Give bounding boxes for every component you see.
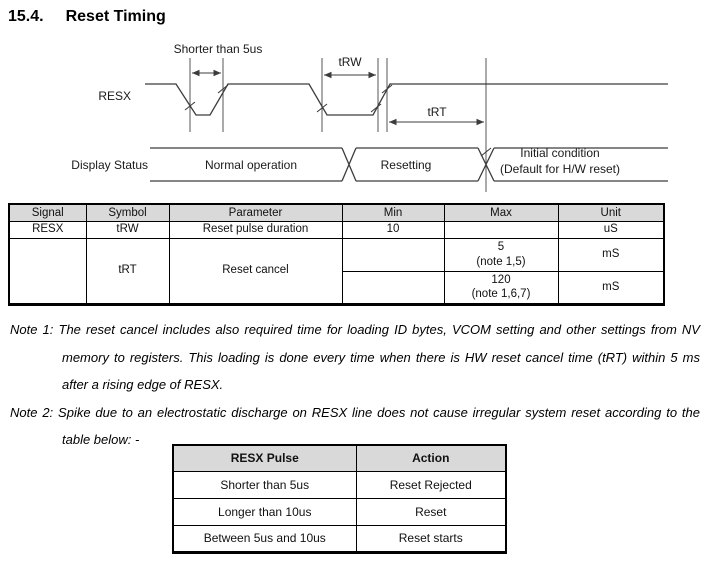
cell-min: 10 — [341, 220, 445, 239]
table-row: Shorter than 5us Reset Rejected — [172, 470, 507, 499]
state-initial-condition-line2: (Default for H/W reset) — [500, 162, 620, 176]
note-2: Note 2: Spike due to an electrostatic di… — [10, 399, 700, 454]
table-row: 120 (note 1,6,7) mS — [9, 270, 665, 305]
note-1: Note 1: The reset cancel includes also r… — [10, 316, 700, 399]
col-header-max: Max — [443, 203, 559, 222]
col-header-unit: Unit — [557, 203, 665, 222]
cell-action: Reset starts — [355, 524, 507, 553]
max-value: 120 — [491, 273, 511, 286]
col-header-signal: Signal — [8, 203, 87, 222]
max-value: 5 — [497, 241, 505, 254]
reference-lines — [189, 58, 487, 192]
timing-table-header-row: Signal Symbol Parameter Min Max Unit — [8, 203, 665, 222]
cell-unit: mS — [557, 237, 665, 272]
cell-parameter: Reset cancel — [168, 237, 343, 305]
col-header-symbol: Symbol — [85, 203, 170, 222]
cell-pulse: Longer than 10us — [172, 497, 357, 526]
note-2-id: Note 2: — [10, 404, 54, 420]
cell-max: 5 (note 1,5) — [443, 237, 559, 272]
cell-max — [443, 220, 559, 239]
cell-action: Reset Rejected — [355, 470, 507, 499]
cell-parameter: Reset pulse duration — [168, 220, 343, 239]
cell-pulse: Shorter than 5us — [172, 470, 357, 499]
cell-unit: uS — [557, 220, 665, 239]
cell-symbol: tRW — [85, 220, 170, 239]
state-initial-condition-line1: Initial condition — [520, 146, 599, 160]
cell-action: Reset — [355, 497, 507, 526]
max-note: (note 1,5) — [476, 255, 526, 268]
note-1-text: The reset cancel includes also required … — [58, 322, 701, 392]
state-normal-operation: Normal operation — [205, 158, 297, 172]
resx-pulse-table: RESX Pulse Action Shorter than 5us Reset… — [172, 444, 507, 554]
resx-signal-label: RESX — [98, 89, 131, 103]
trw-label: tRW — [338, 55, 362, 69]
table-row: tRT Reset cancel 5 (note 1,5) mS — [8, 237, 665, 305]
cell-max: 120 (note 1,6,7) — [443, 270, 559, 305]
cell-signal — [8, 237, 87, 305]
reset-timing-diagram: Shorter than 5us tRW tRT RESX Display St… — [71, 42, 668, 192]
note-2-text: Spike due to an electrostatic discharge … — [58, 404, 700, 448]
col-header-parameter: Parameter — [168, 203, 343, 222]
cell-unit: mS — [557, 270, 665, 305]
state-resetting: Resetting — [381, 158, 432, 172]
col-header-resx-pulse: RESX Pulse — [172, 444, 357, 472]
section-title: 15.4. Reset Timing — [8, 8, 166, 26]
pulse-table-header-row: RESX Pulse Action — [172, 444, 507, 472]
edge-ticks — [184, 84, 492, 157]
cell-min — [341, 237, 445, 272]
table-row: RESX tRW Reset pulse duration 10 uS — [8, 220, 665, 239]
trt-label: tRT — [427, 105, 447, 119]
table-row: Between 5us and 10us Reset starts — [172, 524, 507, 553]
shorter-than-5us-label: Shorter than 5us — [174, 42, 263, 56]
display-status-bus — [150, 147, 668, 182]
section-name: Reset Timing — [65, 8, 166, 25]
note-1-id: Note 1: — [10, 322, 54, 337]
cell-min — [341, 270, 445, 305]
section-number: 15.4. — [8, 8, 44, 25]
table-row: Longer than 10us Reset — [172, 497, 507, 526]
notes-block: Note 1: The reset cancel includes also r… — [10, 316, 700, 454]
col-header-min: Min — [341, 203, 445, 222]
cell-pulse: Between 5us and 10us — [172, 524, 357, 553]
cell-signal: RESX — [8, 220, 87, 239]
max-note: (note 1,6,7) — [471, 288, 531, 300]
resx-waveform — [145, 83, 668, 116]
display-status-label: Display Status — [71, 158, 148, 172]
col-header-action: Action — [355, 444, 507, 472]
cell-symbol: tRT — [85, 237, 170, 305]
dimension-arrows — [192, 69, 484, 126]
reset-timing-table: Signal Symbol Parameter Min Max Unit RES… — [8, 203, 665, 306]
